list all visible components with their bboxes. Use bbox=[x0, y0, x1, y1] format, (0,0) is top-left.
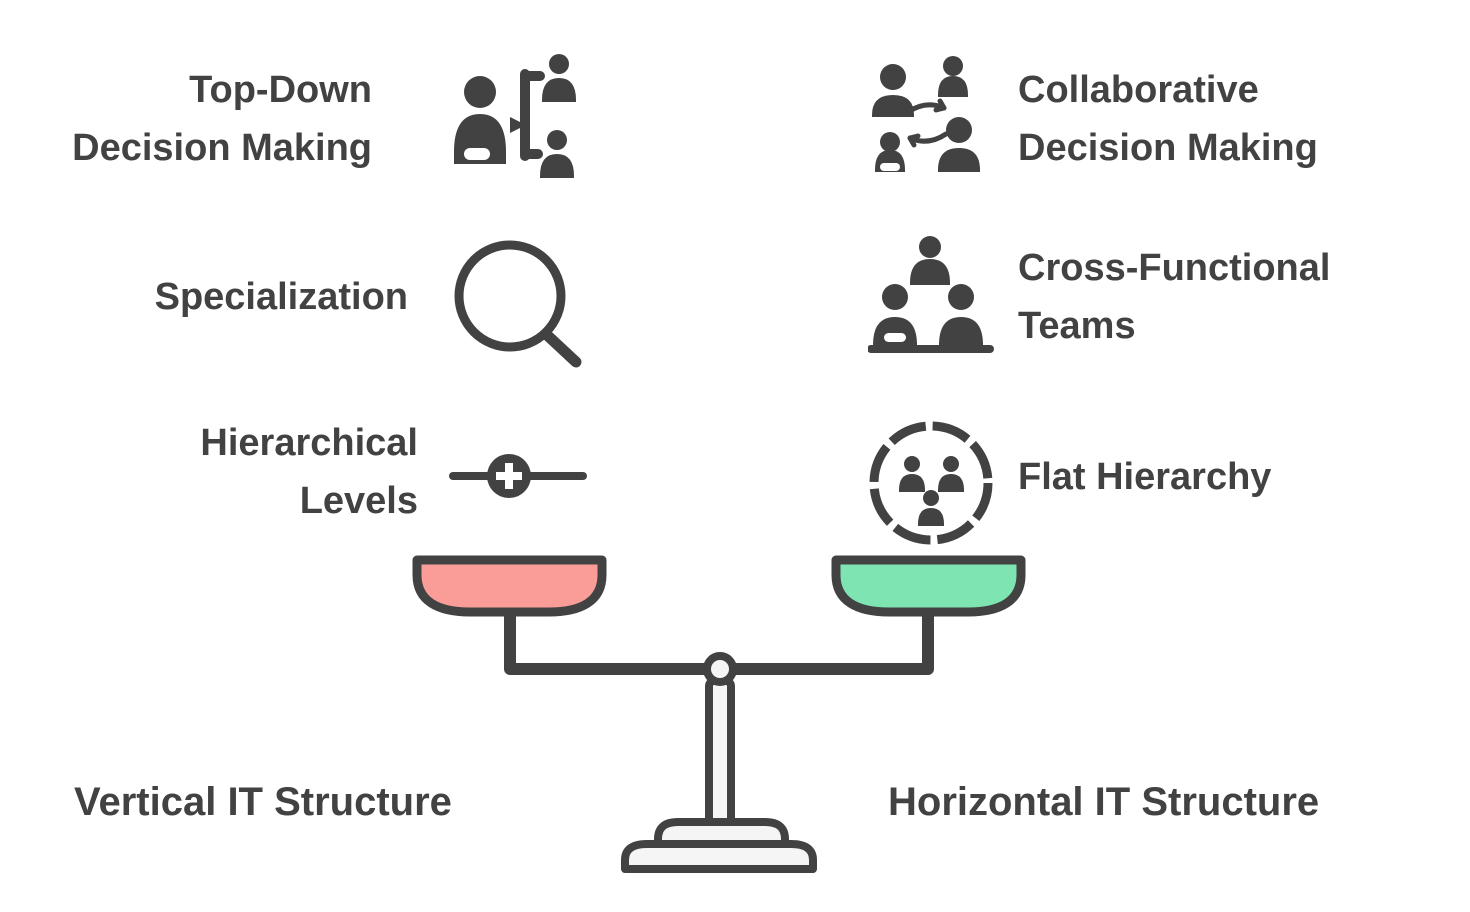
label-cross-functional-teams: Cross-Functional Teams bbox=[1018, 247, 1331, 347]
label-top-down-decision-making: Top-Down Decision Making bbox=[72, 69, 372, 169]
flat-circle-people-icon bbox=[862, 416, 1002, 551]
balance-scale bbox=[395, 545, 1045, 880]
magnifier-icon bbox=[450, 238, 585, 368]
right-pan bbox=[831, 555, 1026, 617]
right-hanger bbox=[714, 606, 934, 675]
label-flat-hierarchy: Flat Hierarchy bbox=[1018, 456, 1272, 498]
top-down-hierarchy-icon bbox=[448, 52, 603, 192]
label-horizontal-it-structure: Horizontal IT Structure bbox=[888, 780, 1320, 824]
scale-base-lower bbox=[621, 840, 817, 873]
team-group-icon bbox=[868, 233, 1013, 373]
scale-pivot bbox=[703, 652, 737, 686]
label-vertical-it-structure: Vertical IT Structure bbox=[74, 780, 452, 824]
label-hierarchical-levels: Hierarchical Levels bbox=[200, 422, 418, 522]
left-hanger bbox=[504, 606, 726, 675]
left-pan bbox=[412, 555, 607, 617]
collaborative-people-icon bbox=[860, 50, 1005, 190]
scale-pole bbox=[705, 677, 735, 837]
label-collaborative-decision-making: Collaborative Decision Making bbox=[1018, 69, 1318, 169]
label-specialization: Specialization bbox=[154, 276, 408, 318]
node-plus-icon bbox=[448, 438, 588, 518]
